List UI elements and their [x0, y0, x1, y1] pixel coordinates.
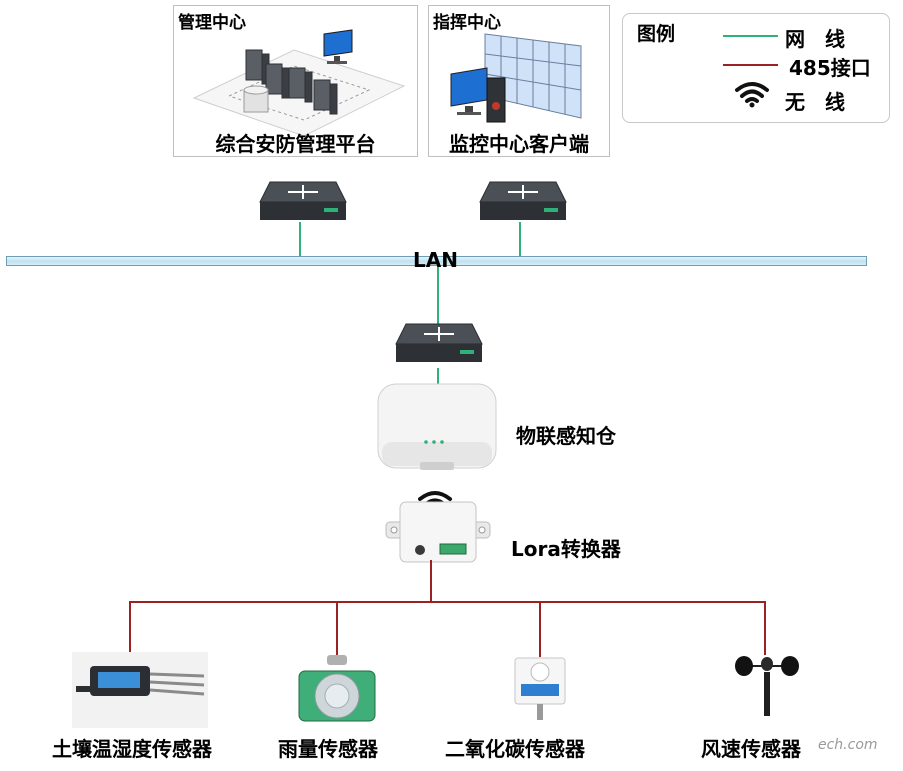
workstation-icon [450, 67, 506, 123]
ethernet-link-mgmt-switch [299, 222, 301, 264]
switch-icon-core [395, 323, 483, 362]
legend-rs485-label: 485接口 [789, 56, 871, 80]
switch-icon-management [259, 181, 347, 220]
server-icon [245, 49, 338, 115]
legend: 图例 网 线 485接口 无 线 [622, 13, 890, 123]
rs485-drop-rain [336, 601, 338, 657]
switch-icon-command [479, 181, 567, 220]
legend-ethernet-swatch [723, 35, 778, 37]
iot-gateway-device-icon [377, 383, 497, 470]
management-center-panel: 管理中心 综合安防管理平台 [173, 5, 418, 157]
legend-rs485-swatch [723, 64, 778, 66]
wind-speed-sensor-label: 风速传感器 [701, 737, 801, 761]
monitor-icon [323, 29, 353, 64]
wifi-icon [735, 82, 769, 108]
video-wall-illustration [450, 33, 582, 123]
rs485-drop-wind [764, 601, 766, 655]
rs485-drop-soil [129, 601, 131, 653]
monitoring-client-caption: 监控中心客户端 [449, 132, 589, 156]
rain-gauge-sensor-icon [298, 655, 376, 722]
co2-sensor-label: 二氧化碳传感器 [445, 737, 585, 761]
ethernet-link-gateway [437, 368, 439, 398]
soil-sensor-icon [72, 652, 208, 728]
lan-label: LAN [413, 248, 458, 272]
legend-title: 图例 [637, 23, 676, 45]
co2-sensor-icon [514, 657, 566, 720]
wind-speed-sensor-icon [735, 656, 799, 716]
command-center-title: 指挥中心 [433, 13, 501, 33]
rs485-bus [129, 601, 766, 603]
rs485-drop-co2 [539, 601, 541, 657]
lora-converter-label: Lora转换器 [511, 537, 621, 561]
command-center-panel: 指挥中心 监控中心客户端 [428, 5, 610, 157]
soil-sensor-label: 土壤温湿度传感器 [52, 737, 212, 761]
lora-converter-device-icon [385, 501, 491, 563]
legend-wireless-label: 无 线 [785, 90, 845, 114]
management-center-title: 管理中心 [178, 13, 246, 33]
video-wall-icon [484, 33, 582, 119]
rs485-link-converter [430, 560, 432, 602]
ethernet-link-cmd-switch [519, 222, 521, 264]
watermark: ech.com [818, 737, 878, 753]
ethernet-link-lan-core [437, 266, 439, 324]
lan-bus [6, 256, 867, 266]
server-cluster-illustration [192, 29, 406, 137]
storage-icon [243, 85, 269, 113]
iot-gateway-label: 物联感知仓 [516, 424, 616, 448]
management-platform-caption: 综合安防管理平台 [215, 132, 376, 156]
rain-gauge-sensor-label: 雨量传感器 [278, 737, 378, 761]
legend-ethernet-label: 网 线 [785, 27, 845, 51]
